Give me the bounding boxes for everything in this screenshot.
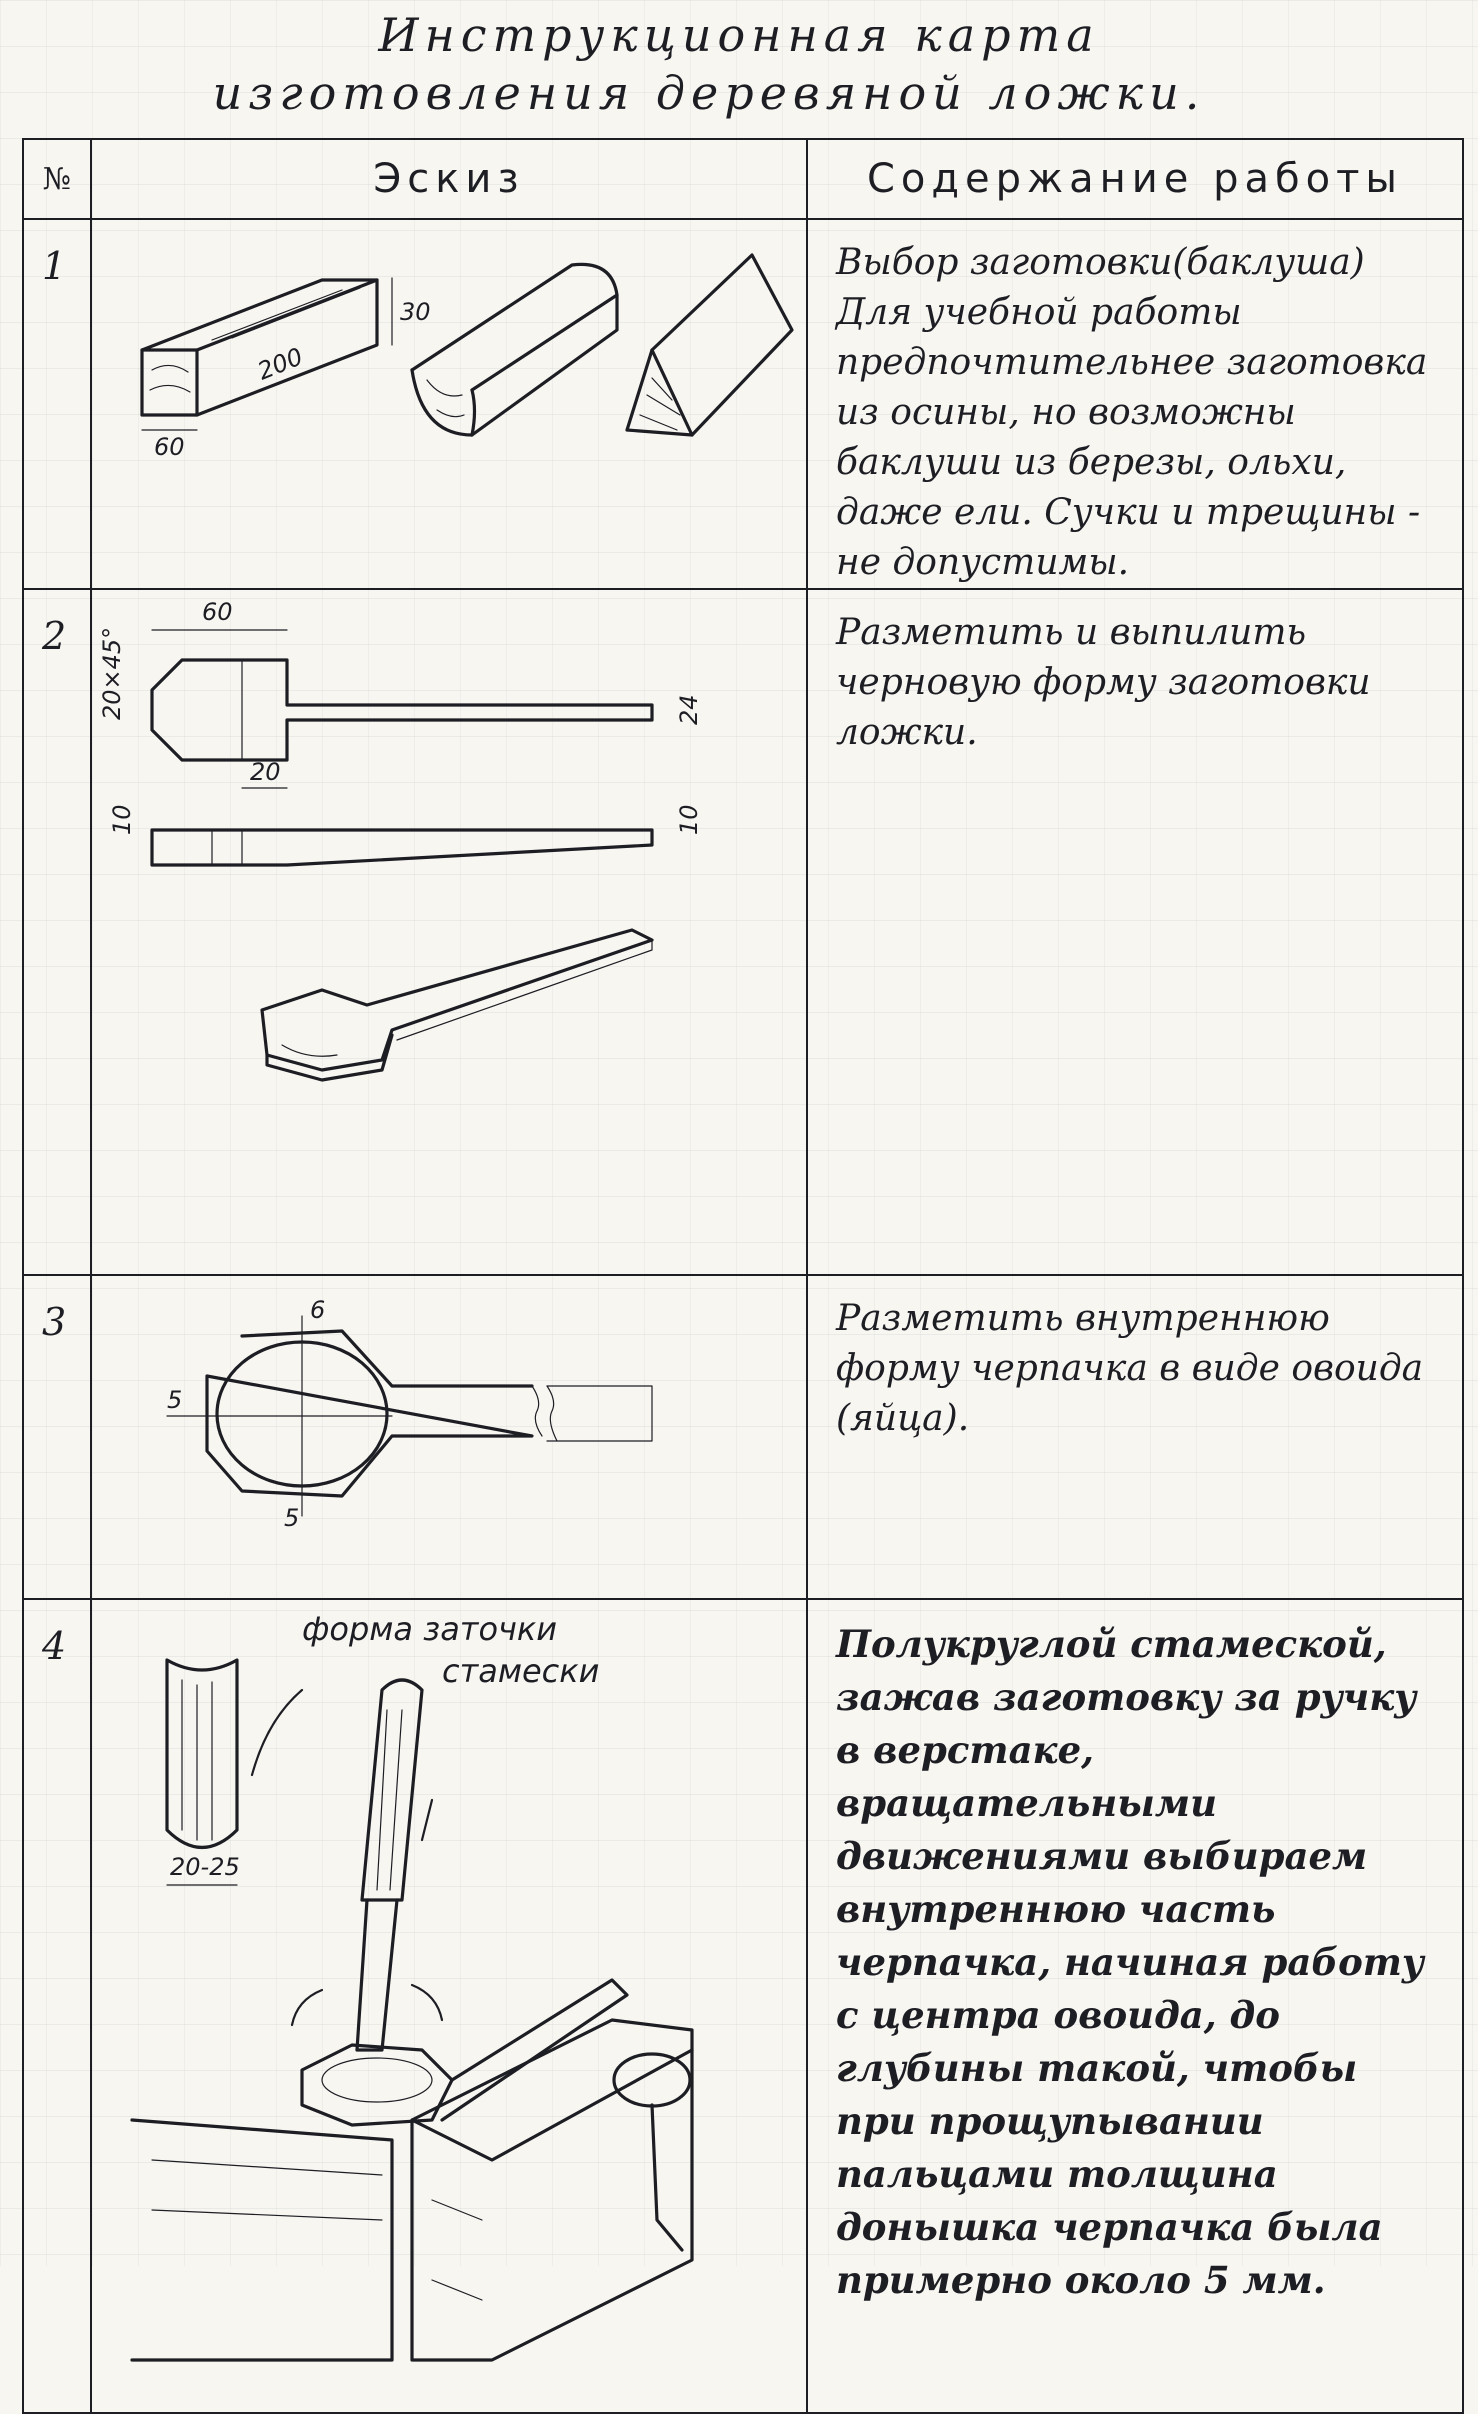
dim-chisel-width: 20-25 [170,1853,240,1881]
sketch-rough-shape: 60 20×45° 24 20 10 10 [90,588,808,1276]
header-content: Содержание работы [806,138,1464,220]
spoon-outline-top [205,1329,653,1498]
dim-left-thickness: 10 [108,804,136,835]
side-view-outline [150,828,654,867]
dim-length: 200 [254,342,307,385]
rectangular-blank [140,278,379,417]
table-row: 3 6 5 5 Разметить внутреннюю форму черпа… [22,1274,1464,1600]
rough-shape-drawing: 60 20×45° 24 20 10 10 [98,598,703,1082]
row-content: Полукруглой стамеской, зажав заготовку з… [806,1598,1464,2414]
rough-spoon-3d [260,928,654,1082]
half-log-blank [410,262,619,437]
bowl-marking-drawing: 6 5 5 [166,1296,653,1532]
dim-top-length: 60 [202,598,233,626]
row-number: 1 [22,218,92,590]
dim-handle-width: 24 [675,694,703,725]
sketch-chisel-work: форма заточки стамески 20-25 [90,1598,808,2414]
header-number: № [22,138,92,220]
chisel-profile [165,1658,239,1850]
dim-chamfer: 20×45° [98,627,126,720]
chisel-label-2: стамески [442,1652,599,1690]
page-title: Инструкционная карта изготовления деревя… [0,6,1478,122]
chisel-work-drawing: форма заточки стамески 20-25 [130,1610,694,2362]
row-number: 3 [22,1274,92,1600]
spoon-in-vise [300,1978,629,2127]
dim-top: 6 [310,1296,325,1324]
row-content: Разметить и выпилить черновую форму заго… [806,588,1464,1276]
table-row: 1 30 200 60 [22,218,1464,590]
table-row: 2 60 20×45° 24 20 10 10 [22,588,1464,1276]
row-content: Выбор заготовки(баклуша) Для учебной раб… [806,218,1464,590]
dim-right-thickness: 10 [675,804,703,835]
arrow-to-profile [250,1688,304,1777]
vise-handle [612,2052,692,2252]
header-sketch: Эскиз [90,138,808,220]
dim-left: 5 [167,1386,182,1414]
row-number: 4 [22,1598,92,2414]
chisel-label-1: форма заточки [302,1610,557,1648]
blank-sketch-drawing: 30 200 60 [140,253,794,461]
title-line-1: Инструкционная карта [378,8,1100,62]
dim-bottom: 5 [284,1504,299,1532]
title-line-2: изготовления деревяной ложки. [212,66,1206,120]
table-row: 4 форма заточки стамески 20-25 [22,1598,1464,2414]
workbench [130,2018,694,2362]
dim-width: 60 [154,433,185,461]
top-view-outline [150,658,654,762]
chisel-tool [355,1678,424,2052]
arrow-rotate-left [290,1988,324,2027]
dim-height: 30 [400,298,431,326]
row-content: Разметить внутреннюю форму черпачка в ви… [806,1274,1464,1600]
row-number: 2 [22,588,92,1276]
header-row: № Эскиз Содержание работы [22,138,1464,220]
quarter-log-blank [625,253,794,437]
instruction-table: № Эскиз Содержание работы 1 30 200 60 [22,138,1464,2414]
arrow-down [420,1798,434,1842]
sketch-bowl-marking: 6 5 5 [90,1274,808,1600]
arrow-rotate-right [410,1983,444,2022]
sketch-blank-selection: 30 200 60 [90,218,808,590]
dim-neck: 20 [250,758,281,786]
